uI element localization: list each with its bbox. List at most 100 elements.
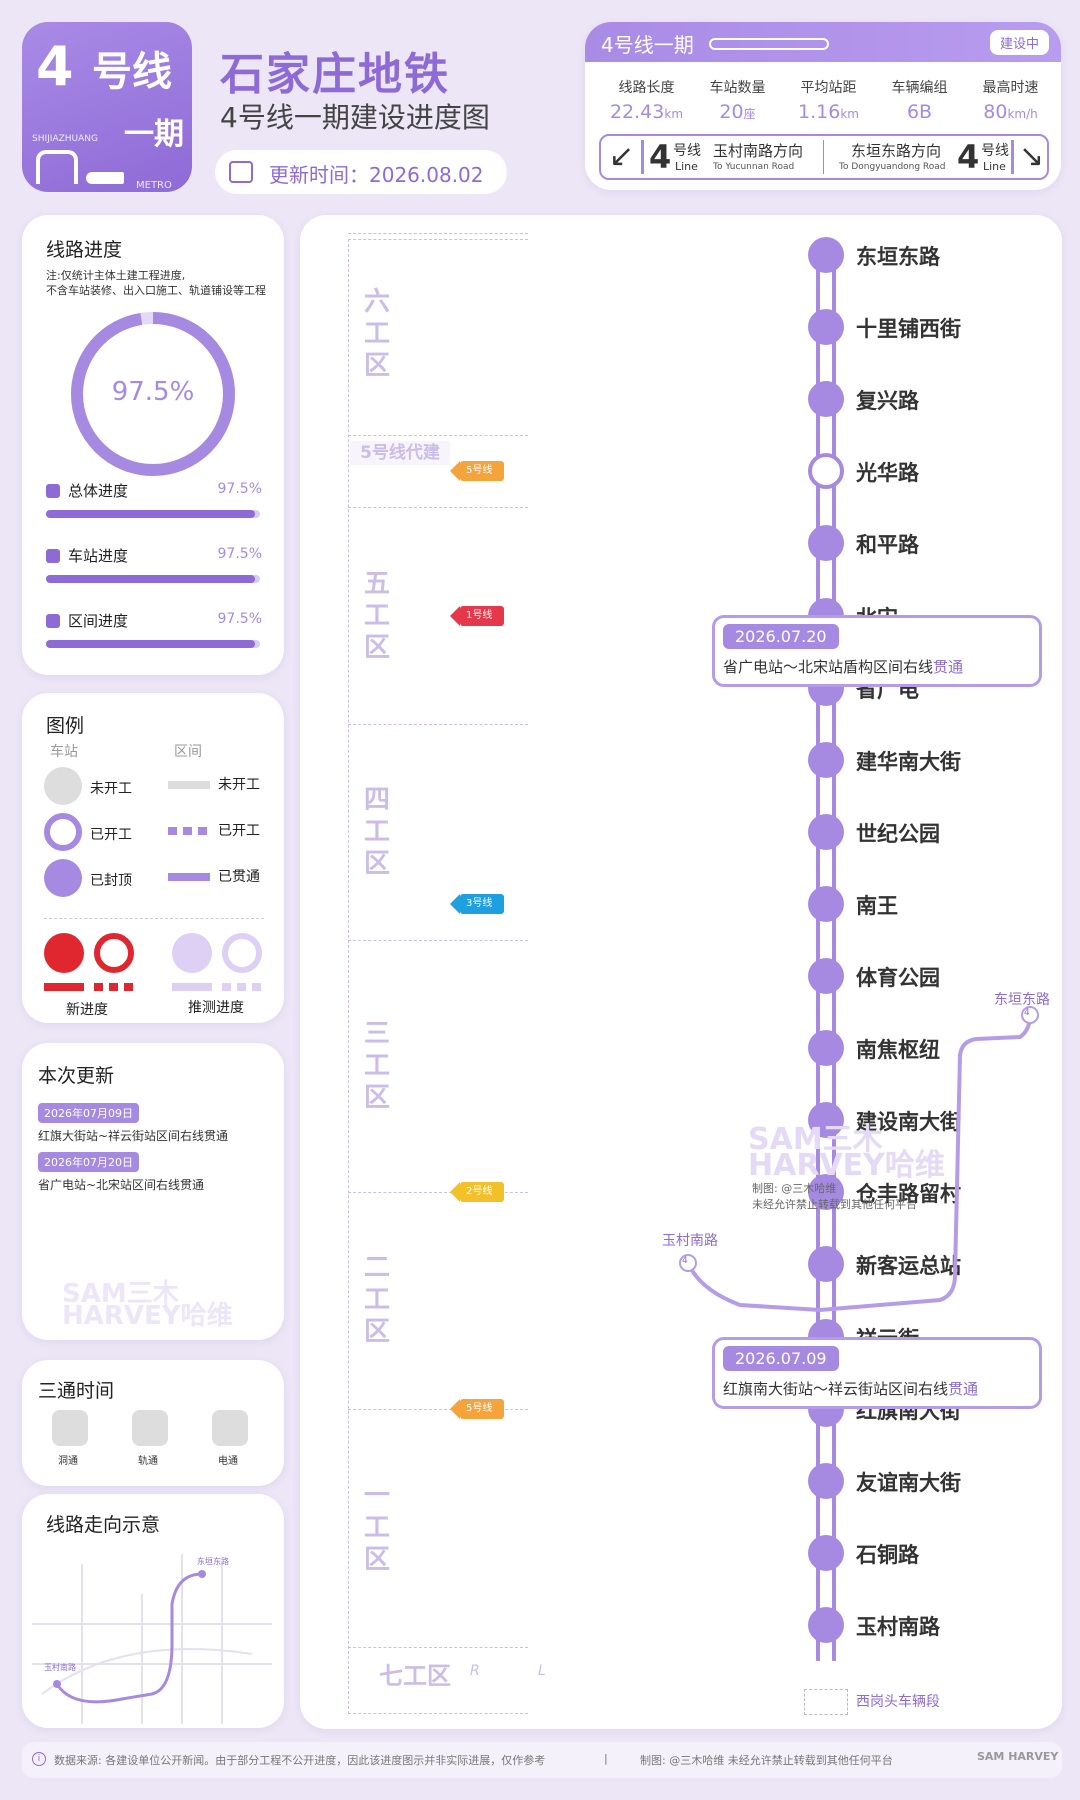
station-marker [808,1462,844,1499]
station-marker [808,237,844,273]
arrow-down-right-icon: ↘ [1019,139,1045,174]
progress-station-value: 97.5% [217,546,262,562]
progress-station-bar [46,575,260,583]
station-marker [808,1030,844,1067]
transfer-tag: 2号线 [460,1182,504,1203]
line-info-header: 4号线一期 建设中 [585,22,1061,62]
station-marker [808,309,844,346]
transfer-tag: 5号线 [460,461,504,482]
station-name: 世纪公园 [856,821,940,846]
station-name: 复兴路 [856,389,919,414]
zone-label: 三 工 区 [363,1019,390,1114]
zone-label: 四 工 区 [363,784,390,879]
logo-phase: 一期 [124,117,184,152]
progress-note: 注:仅统计主体土建工程进度, [46,269,186,282]
transfer-tag: 1号线 [460,605,504,626]
credit-text: 未经允许禁止转载到其他任何平台 [752,1198,917,1211]
progress-ring [71,312,235,476]
station-name: 建华南大街 [856,749,961,774]
dir-right-name: 东垣东路方向 [851,142,942,160]
progress-section-bar [46,640,260,648]
train-icon [46,484,60,498]
depot-name: 西岗头车辆段 [856,1694,940,1710]
station-marker [808,741,844,778]
legend-station-started [44,813,82,851]
direction-card: 线路走向示意 东垣东路 玉村南路 [22,1494,284,1728]
progress-station-label: 车站进度 [46,545,128,566]
logo-line-hao: 号线 [92,49,172,95]
station-marker [808,885,844,922]
metro-emblem-icon [36,150,78,184]
station-marker [808,1534,844,1571]
station-marker [808,381,844,418]
legend-section-not-started [168,781,210,789]
station-marker [808,813,844,850]
update-date: 2026年07月09日 [38,1103,139,1123]
zone-label: 5号线代建 [350,441,450,466]
station-name: 友谊南大街 [856,1470,961,1495]
route-shape [679,1006,1039,1313]
legend-section-started [168,827,210,835]
legend-title: 图例 [46,715,85,737]
legend-new-capped [44,933,84,973]
update-time-text: 更新时间：2026.08.02 [269,163,484,187]
station-marker [808,1102,844,1139]
footer-bar: i 数据来源: 各建设单位公开新闻。由于部分工程不公开进度，因此该进度图示并非实… [22,1742,1062,1778]
mini-network-map [32,1554,272,1724]
event-text: 省广电站～北宋站盾构区间右线贯通 [723,658,964,676]
progress-total-bar [46,510,260,518]
zone-label: 二 工 区 [363,1253,390,1348]
track-icon [132,1410,168,1446]
depot-box [804,1689,848,1715]
dir-left-line-num: 4 [649,138,672,176]
progress-total-value: 97.5% [217,481,262,497]
credit-text: 制图: @三木哈维 [752,1182,837,1195]
legend-new-started [94,933,134,973]
footer-source: 数据来源: 各建设单位公开新闻。由于部分工程不公开进度，因此该进度图示并非实际进… [54,1754,546,1767]
three-title: 三通时间 [38,1380,115,1402]
track-icon [46,614,60,628]
progress-section-value: 97.5% [217,611,262,627]
transfer-tag: 3号线 [460,893,504,914]
station-marker [808,958,844,994]
station-marker [808,1606,844,1643]
progress-section-label: 区间进度 [46,610,128,631]
train-icon [86,172,124,184]
progress-card: 线路进度 注:仅统计主体土建工程进度, 不含车站装修、出入口施工、轨道铺设等工程… [22,215,284,675]
legend-card: 图例 车站 区间 未开工 已开工 已封顶 未开工 已开工 已贯通 新进度 推测进… [22,693,284,1023]
mini-label-ne: 东垣东路 [994,992,1050,1008]
station-name: 和平路 [856,533,919,558]
dir-left-name: 玉村南路方向 [713,142,804,160]
event-box: 2026.07.20 省广电站～北宋站盾构区间右线贯通 [712,615,1042,687]
page-subtitle: 4号线一期建设进度图 [220,101,490,134]
footer-brand: SAM HARVEY [977,1750,1059,1763]
mini-label-sw: 玉村南路 [662,1233,718,1249]
logo-city-en: SHIJIAZHUANG [32,134,98,144]
tunnel-icon [52,1410,88,1446]
station-name: 玉村南路 [856,1614,940,1639]
update-date: 2026年07月20日 [38,1152,139,1172]
logo-line-number: 4 [36,35,74,98]
update-time: 更新时间：2026.08.02 [215,150,507,194]
legend-station-capped [44,859,82,897]
direction-title: 线路走向示意 [46,1514,161,1536]
station-name: 十里铺西街 [856,317,961,342]
station-name: 建设南大街 [856,1110,961,1135]
station-marker [808,1246,844,1283]
line-info-title: 4号线一期 [601,33,694,57]
zone-label: 一 工 区 [363,1480,390,1575]
station-name: 南王 [856,893,898,918]
updates-card: 本次更新 2026年07月09日 红旗大街站~祥云街站区间右线贯通 2026年0… [22,1043,284,1340]
logo-metro-text: METRO [136,180,172,191]
update-text: 红旗大街站~祥云街站区间右线贯通 [38,1129,229,1143]
legend-section-through [168,873,210,881]
calendar-icon [229,161,253,183]
zone-label: 五 工 区 [363,568,390,663]
station-name: 光华路 [856,461,919,486]
